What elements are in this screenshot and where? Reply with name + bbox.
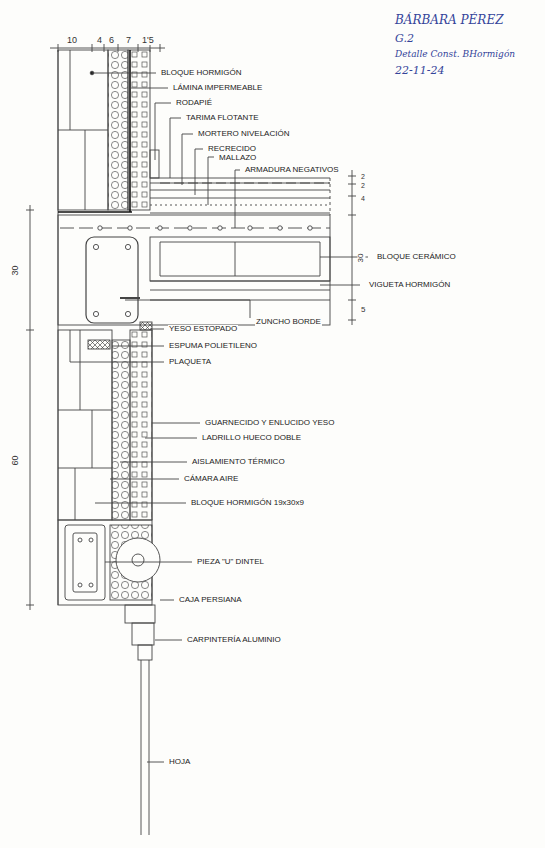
dimension: 2 (360, 173, 366, 180)
part-label: HOJA (168, 758, 191, 766)
part-label: RODAPIÉ (175, 99, 213, 107)
part-label: CÁMARA AIRE (183, 475, 239, 483)
group-code: G.2 (395, 33, 414, 44)
dimension: 10 (66, 36, 78, 45)
dimension: 30 (10, 264, 19, 276)
dimension: 4 (360, 195, 366, 202)
part-label: ARMADURA NEGATIVOS (244, 166, 340, 174)
part-label: MORTERO NIVELACIÓN (197, 130, 290, 138)
part-label: ESPUMA POLIETILENO (168, 342, 258, 350)
part-label: VIGUETA HORMIGÓN (368, 281, 451, 289)
part-label: BLOQUE HORMIGÓN (160, 69, 242, 77)
part-label: AISLAMIENTO TÉRMICO (191, 458, 286, 466)
date: 22-11-24 (395, 65, 444, 76)
part-label: YESO ESTOPADO (168, 325, 238, 333)
part-label: LÁMINA IMPERMEABLE (172, 84, 263, 92)
part-label: LADRILLO HUECO DOBLE (201, 434, 302, 442)
part-label: BLOQUE CERÁMICO (376, 253, 457, 261)
dimension: 30 (357, 253, 365, 264)
part-label: TARIMA FLOTANTE (185, 114, 260, 122)
part-label: ZUNCHO BORDE (255, 318, 322, 326)
part-label: CAJA PERSIANA (178, 596, 243, 604)
part-label: GUARNECIDO Y ENLUCIDO YESO (204, 419, 335, 427)
part-label: BLOQUE HORMIGÓN 19x30x9 (190, 499, 305, 507)
dimension: 1'5 (141, 36, 155, 45)
dimension: 2 (360, 182, 366, 189)
part-label: RECRECIDO (207, 145, 257, 153)
dimension: 5 (360, 306, 366, 314)
sheet-title: Detalle Const. BHormigón (395, 50, 515, 59)
dimension: 7 (125, 36, 132, 45)
part-label: PLAQUETA (168, 358, 212, 366)
part-label: PIEZA "U" DINTEL (196, 558, 265, 566)
part-label: MALLAZO (218, 154, 257, 162)
part-label: CARPINTERÍA ALUMINIO (186, 636, 282, 644)
dimension: 6 (108, 36, 115, 45)
dimension: 60 (10, 454, 19, 466)
author-name: BÁRBARA PÉREZ (395, 14, 504, 26)
dimension: 4 (96, 36, 103, 45)
